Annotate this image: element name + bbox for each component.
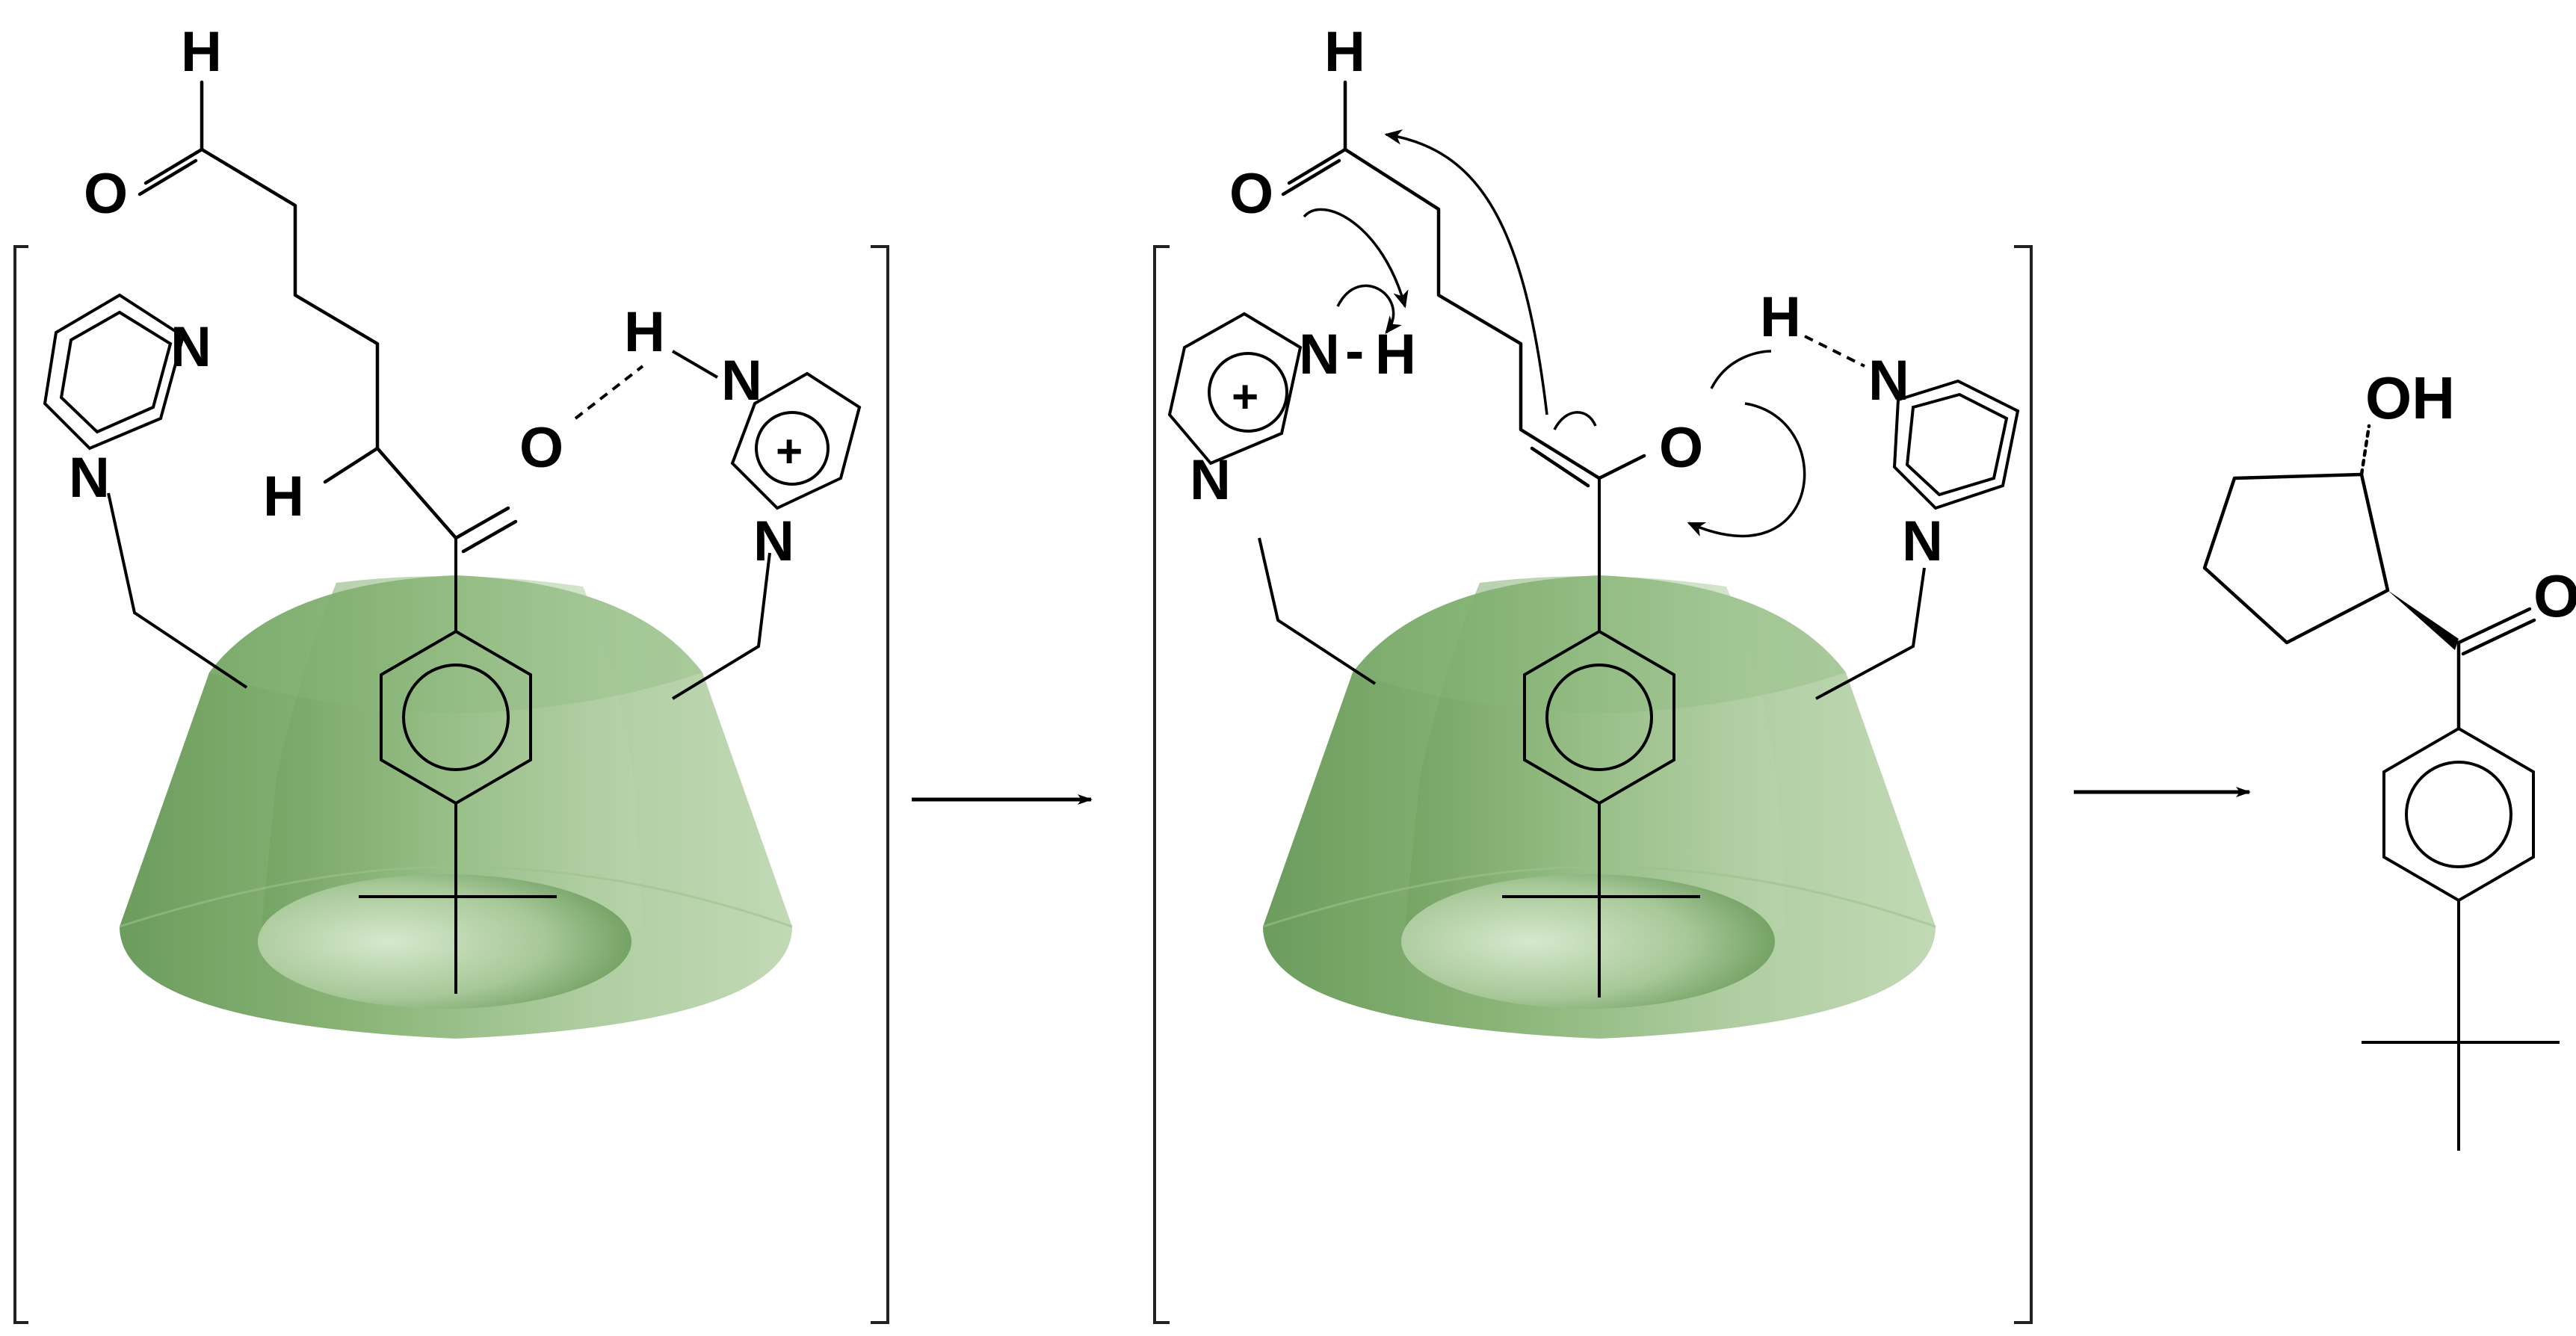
- imidazole-ring-icon: H N N +: [624, 300, 862, 573]
- left-ketone-O: O: [519, 416, 563, 480]
- imidazole-ring-icon: + N - H N: [1167, 312, 1416, 512]
- middle-imid-N-top: N: [1868, 349, 1909, 412]
- left-imid-N-top: N: [170, 315, 211, 379]
- left-tether-right: [671, 552, 771, 700]
- middle-hbond-H: H: [1760, 285, 1801, 349]
- left-hbond: [574, 365, 644, 420]
- product-ketone-O: O: [2533, 563, 2576, 629]
- middle-imidH-dash: -: [1345, 319, 1364, 383]
- middle-enol-O: O: [1659, 416, 1703, 480]
- left-aldehyde-H: H: [181, 20, 222, 84]
- left-imidH-H: H: [624, 300, 665, 364]
- left-imidH-N-top: N: [721, 349, 762, 412]
- middle-aldehyde-O: O: [1229, 162, 1273, 226]
- left-panel: H O H O N N H N N +: [13, 20, 889, 1324]
- imidazole-ring-icon: N N: [43, 293, 211, 510]
- curly-arrow-icon: [1336, 284, 1402, 335]
- left-bracket-close: [871, 245, 889, 1324]
- left-alpha-H: H: [263, 465, 304, 528]
- curly-arrow-icon: [1710, 350, 1772, 389]
- middle-imidH-plus: +: [1232, 371, 1258, 423]
- middle-bracket-close: [2014, 245, 2033, 1324]
- middle-imid-N-bottom: N: [1902, 510, 1943, 573]
- middle-imidH-N-bottom: N: [1190, 448, 1231, 512]
- imidazole-ring-icon: N N: [1868, 349, 2020, 573]
- product: OH O: [2202, 365, 2576, 1151]
- product-hydroxyl: OH: [2365, 365, 2455, 431]
- curly-arrow-icon: [1553, 411, 1597, 430]
- left-imidH-N-bottom: N: [753, 510, 794, 573]
- middle-bracket-open: [1153, 245, 1170, 1324]
- middle-tether-left: [1258, 537, 1377, 685]
- left-imidH-plus: +: [776, 426, 803, 477]
- left-bracket-open: [13, 245, 28, 1324]
- middle-aldehyde-H: H: [1324, 20, 1365, 84]
- middle-tether-right: [1815, 567, 1926, 700]
- left-tether-left: [107, 492, 248, 689]
- middle-imidH-N-top: N: [1299, 323, 1340, 386]
- middle-imidH-H: H: [1375, 323, 1416, 386]
- curly-arrow-icon: [1687, 402, 1806, 538]
- curly-arrow-icon: [1384, 129, 1548, 415]
- middle-panel: H O O + N - H N N N H: [1153, 20, 2033, 1324]
- curly-arrow-icon: [1303, 208, 1409, 309]
- left-aldehyde-O: O: [84, 162, 128, 226]
- left-imid-N-bottom: N: [69, 446, 110, 510]
